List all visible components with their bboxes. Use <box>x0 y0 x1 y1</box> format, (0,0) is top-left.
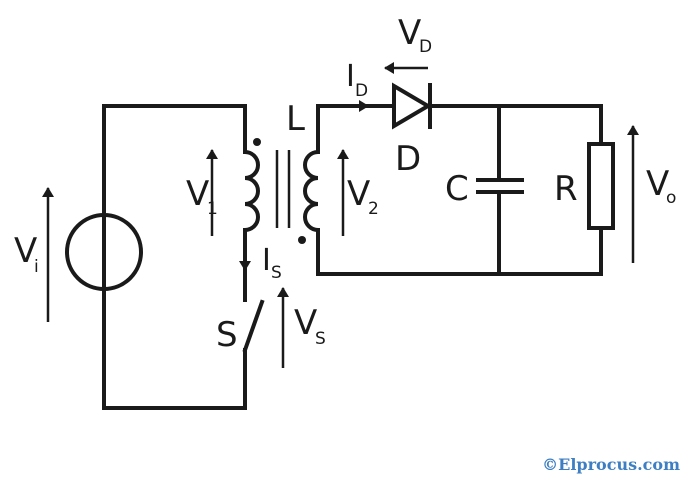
switch-blade <box>242 299 265 353</box>
capacitor-symbol <box>476 178 524 194</box>
primary-winding <box>243 138 260 234</box>
v2-subscript: 2 <box>368 199 379 219</box>
vs-subscript: S <box>315 329 326 349</box>
primary-dot <box>253 138 261 146</box>
vo-subscript: o <box>666 188 676 208</box>
vi-label: V <box>14 231 37 271</box>
v1-subscript: 1 <box>207 199 218 219</box>
credit-watermark: ©Elprocus.com <box>542 455 680 474</box>
vd-subscript: D <box>419 37 432 57</box>
resistor-symbol <box>587 142 615 230</box>
is-subscript: S <box>271 263 282 283</box>
voltage-source-symbol <box>65 213 143 291</box>
vs-label: V <box>294 303 317 343</box>
secondary-winding <box>303 138 320 234</box>
diode-label: D <box>395 139 421 179</box>
is-label: I <box>262 243 271 278</box>
secondary-dot <box>298 236 306 244</box>
v1-label: V <box>186 174 209 214</box>
switch-label: S <box>216 315 238 355</box>
id-subscript: D <box>355 81 368 101</box>
v2-label: V <box>347 174 370 214</box>
resistor-label: R <box>554 169 578 209</box>
vd-label: V <box>398 13 421 53</box>
diode-symbol <box>392 82 432 130</box>
id-label: I <box>346 59 355 94</box>
vi-subscript: i <box>34 257 39 277</box>
capacitor-label: C <box>445 169 469 209</box>
vo-label: V <box>646 164 669 204</box>
inductor-label: L <box>286 99 305 139</box>
